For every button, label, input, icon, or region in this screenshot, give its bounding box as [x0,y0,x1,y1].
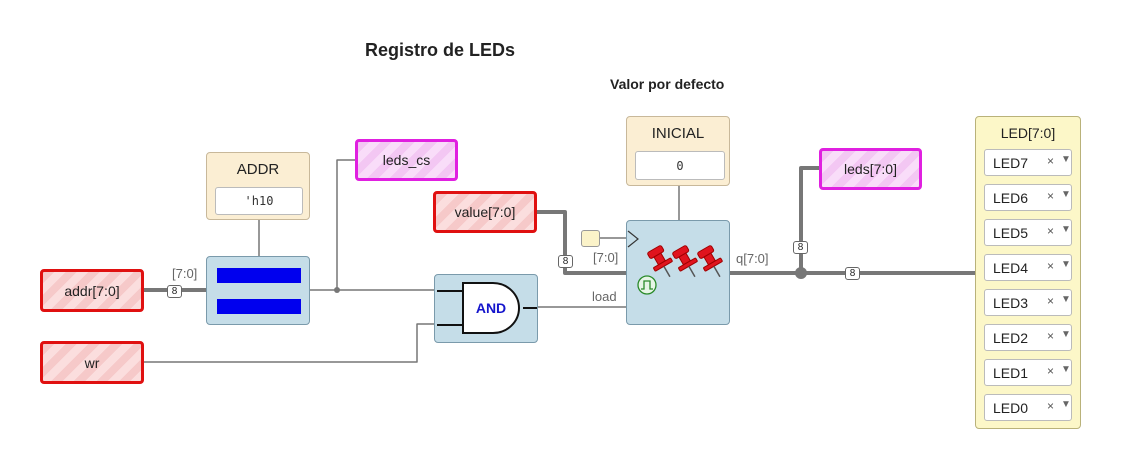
clear-icon[interactable]: × [1047,189,1055,203]
led-row-label: LED0 [993,400,1029,416]
input-pin-addr-label: addr[7:0] [64,282,120,299]
chevron-down-icon[interactable]: ▼ [1061,189,1071,200]
circuit-title: Registro de LEDs [365,40,516,60]
led-panel-title: LED[7:0] [1000,125,1056,141]
bus-width-badge-addr: 8 [167,285,182,298]
q-label: q[7:0] [736,251,769,266]
input-pin-value-label: value[7:0] [454,204,516,220]
led-row-label: LED2 [993,330,1029,346]
led-row-label: LED1 [993,365,1029,381]
clear-icon[interactable]: × [1047,259,1055,273]
input-pin-addr[interactable]: addr[7:0] [40,269,144,312]
led-row-4[interactable]: LED4 × ▼ [984,254,1072,281]
and-gate-label: AND [475,300,507,316]
bus-width-badge-value: 8 [558,255,573,268]
output-pin-leds[interactable]: leds[7:0] [819,148,922,190]
chevron-down-icon[interactable]: ▼ [1061,259,1071,270]
constant-inicial[interactable]: INICIAL 0 [626,116,730,186]
value-bits-label: [7:0] [593,250,619,265]
output-pin-leds-label: leds[7:0] [844,161,897,177]
clock-source[interactable] [581,230,600,247]
comparator-junction [334,287,340,293]
addr-bits-label: [7:0] [172,266,198,281]
chevron-down-icon[interactable]: ▼ [1061,329,1071,340]
led-row-6[interactable]: LED6 × ▼ [984,184,1072,211]
and-gate-icon [437,282,537,334]
bus-width-badge-out: 8 [845,267,860,280]
chevron-down-icon[interactable]: ▼ [1061,364,1071,375]
constant-addr[interactable]: ADDR 'h10 [206,152,310,220]
led-row-0[interactable]: LED0 × ▼ [984,394,1072,421]
circuit-subtitle: Valor por defecto [610,76,725,92]
clear-icon[interactable]: × [1047,329,1055,343]
chevron-down-icon[interactable]: ▼ [1061,154,1071,165]
wr-wire [142,323,435,363]
led-row-label: LED5 [993,225,1029,241]
constant-inicial-value[interactable]: 0 [635,151,725,180]
led-row-1[interactable]: LED1 × ▼ [984,359,1072,386]
input-pin-wr-label: wr [84,354,100,371]
led-row-label: LED4 [993,260,1029,276]
clear-icon[interactable]: × [1047,294,1055,308]
leds-out-bus-wire [799,166,822,275]
led-row-label: LED3 [993,295,1029,311]
and-gate-block[interactable]: AND [434,274,538,343]
led-row-2[interactable]: LED2 × ▼ [984,324,1072,351]
bus-width-badge-leds: 8 [793,241,808,254]
led-panel[interactable]: LED[7:0] LED7 × ▼ LED6 × ▼ LED5 × ▼ LED4 × ▼ LED… [975,116,1081,429]
constant-addr-value[interactable]: 'h10 [215,187,303,215]
led-row-label: LED7 [993,155,1029,171]
comparator-block[interactable] [206,256,310,325]
clear-icon[interactable]: × [1047,399,1055,413]
constant-addr-name: ADDR [236,161,280,178]
pushpin-icon [647,245,723,278]
clear-icon[interactable]: × [1047,154,1055,168]
chevron-down-icon[interactable]: ▼ [1061,399,1071,410]
value-bus-wire [535,210,628,275]
equals-bar-bottom [217,299,301,314]
led-row-7[interactable]: LED7 × ▼ [984,149,1072,176]
input-pin-value[interactable]: value[7:0] [433,191,537,233]
clock-input-icon [627,230,639,248]
register-icons [627,230,723,295]
input-pin-wr[interactable]: wr [40,341,144,384]
output-pin-leds-cs[interactable]: leds_cs [355,139,458,181]
chevron-down-icon[interactable]: ▼ [1061,294,1071,305]
chevron-down-icon[interactable]: ▼ [1061,224,1071,235]
output-pin-leds-cs-label: leds_cs [382,152,431,168]
clear-icon[interactable]: × [1047,364,1055,378]
led-row-label: LED6 [993,190,1029,206]
led-row-5[interactable]: LED5 × ▼ [984,219,1072,246]
q-bus-junction [795,267,807,279]
clear-icon[interactable]: × [1047,224,1055,238]
led-row-3[interactable]: LED3 × ▼ [984,289,1072,316]
load-label: load [592,289,617,304]
clock-pulse-icon [637,275,657,295]
constant-inicial-name: INICIAL [651,125,705,142]
leds-cs-wire [336,159,357,291]
equals-bar-top [217,268,301,283]
register-block[interactable] [626,220,730,325]
